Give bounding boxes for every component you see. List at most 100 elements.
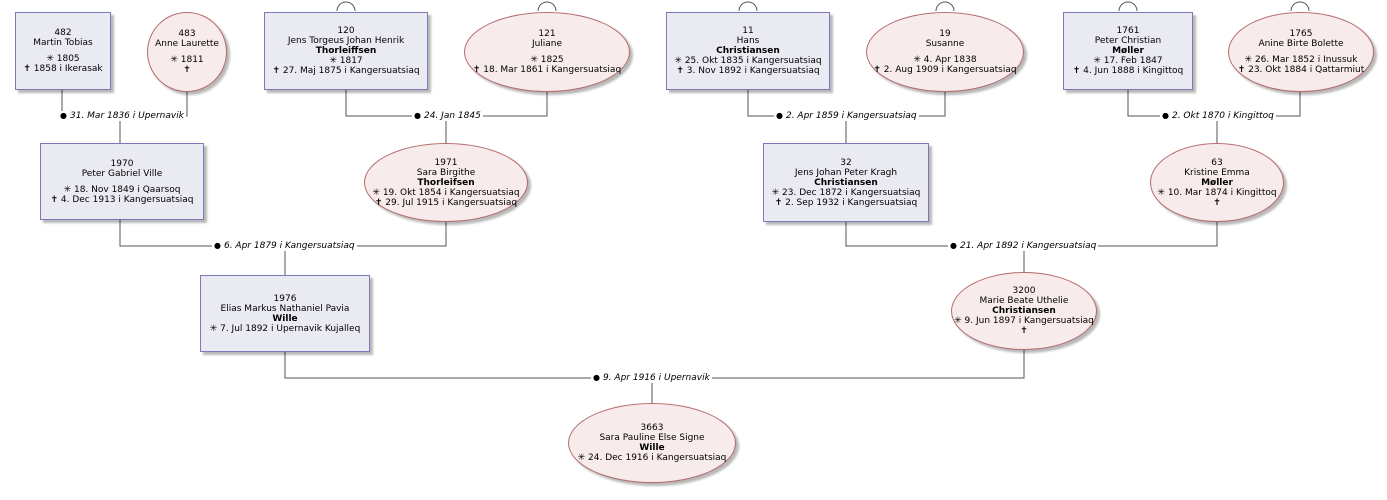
marriage-dot-icon: ● [950,241,957,250]
person-death: ✝ 4. Jun 1888 i Kingittoq [1072,66,1184,76]
person-id: 121 [538,29,556,39]
person-id: 19 [939,29,951,39]
person-death: ✝ 3. Nov 1892 i Kangersuatsiaq [676,66,820,76]
person-id: 1970 [110,158,134,169]
person-given-name: Marie Beate Uthelie [979,296,1069,306]
person-given-name: Elias Markus Nathaniel Pavia [220,303,350,314]
loop-mark-11 [738,1,758,12]
person-surname: Møller [1201,177,1233,188]
person-surname: Wille [639,443,665,453]
loop-mark-120 [336,1,356,12]
marriage-dot-icon: ● [776,111,783,120]
person-birth: ✳ 24. Dec 1916 i Kangersuatsiaq [577,453,727,463]
person-birth: ✳ 19. Okt 1854 i Kangersuatsiaq [372,187,520,198]
person-birth: ✳ 25. Okt 1835 i Kangersuatsiaq [674,56,822,66]
person-given-name: Sara Pauline Else Signe [599,433,705,443]
person-birth: ✳ 1825 [530,55,564,65]
person-given-name: Susanne [925,39,965,49]
person-birth: ✳ 1811 [170,55,204,65]
person-surname: Christiansen [716,46,780,56]
person-birth: ✳ 23. Dec 1872 i Kangersuatsiaq [771,187,921,198]
marriage-dot-icon: ● [1162,111,1169,120]
person-id: 120 [337,26,355,36]
marriage-label: ●21. Apr 1892 i Kangersuatsiaq [948,241,1099,251]
marriage-dot-icon: ● [414,111,421,120]
marriage-dot-icon: ● [60,111,67,120]
person-surname: Thorleiffsen [315,46,377,56]
person-id: 1761 [1116,26,1140,36]
marriage-label: ●24. Jan 1845 [412,111,483,121]
person-surname: Thorleifsen [417,177,475,188]
person-given-name: Kristine Emma [1184,167,1250,178]
person-id: 483 [178,29,196,39]
person-birth: ✳ 18. Nov 1849 i Qaarsoq [63,184,181,195]
person-id: 11 [742,26,754,36]
person-id: 1976 [273,293,297,304]
loop-mark-1765 [1290,1,1310,12]
marriage-label: ●2. Apr 1859 i Kangersuatsiaq [774,111,919,121]
person-birth: ✳ 10. Mar 1874 i Kingittoq [1157,187,1277,198]
marriage-label: ●31. Mar 1836 i Upernavik [58,111,186,121]
person-id: 1971 [434,157,458,168]
person-surname: Christiansen [814,177,878,188]
person-birth: ✳ 1817 [329,56,363,66]
person-death: ✝ 27. Maj 1875 i Kangersuatsiaq [272,66,420,76]
loop-mark-1761 [1118,1,1138,12]
person-death: ✝ 2. Sep 1932 i Kangersuatsiaq [774,197,918,208]
person-death: ✝ [183,65,191,75]
person-birth: ✳ 7. Jul 1892 i Upernavik Kujalleq [209,323,361,334]
person-birth: ✳ 4. Apr 1838 [913,55,977,65]
marriage-dot-icon: ● [214,241,221,250]
person-given-name: Peter Gabriel Ville [81,168,163,179]
person-death: ✝ 29. Jul 1915 i Kangersuatsiaq [374,197,518,208]
person-given-name: Anine Birte Bolette [1258,39,1344,49]
person-surname: Møller [1112,46,1144,56]
person-given-name: Peter Christian [1094,36,1162,46]
person-id: 1765 [1289,29,1313,39]
person-death: ✝ 18. Mar 1861 i Kangersuatsiaq [472,65,622,75]
loop-mark-19 [935,1,955,12]
person-given-name: Juliane [531,39,563,49]
person-given-name: Anne Laurette [155,39,219,49]
marriage-label: ●9. Apr 1916 i Upernavik [591,373,712,383]
person-given-name: Hans [736,36,760,46]
person-birth: ✳ 1805 [46,54,80,64]
person-id: 63 [1211,157,1223,168]
person-id: 3663 [640,423,664,433]
person-surname: Wille [272,313,298,324]
person-death: ✝ 1858 i Ikerasak [23,64,103,74]
person-id: 3200 [1012,286,1036,296]
person-birth: ✳ 9. Jun 1897 i Kangersuatsiaq [954,316,1094,326]
person-death: ✝ 23. Okt 1884 i Qattarmiut [1237,65,1365,75]
person-id: 482 [54,28,72,38]
person-birth: ✳ 26. Mar 1852 i Inussuk [1244,55,1358,65]
marriage-dot-icon: ● [593,373,600,382]
person-death: ✝ 2. Aug 1909 i Kangersuatsiaq [873,65,1017,75]
person-given-name: Sara Birgithe [416,167,476,178]
loop-mark-121 [537,1,557,12]
marriage-label: ●2. Okt 1870 i Kingittoq [1160,111,1276,121]
person-id: 32 [840,157,852,168]
person-given-name: Jens Torgeus Johan Henrik [287,36,405,46]
person-given-name: Martin Tobias [33,38,93,48]
marriage-label: ●6. Apr 1879 i Kangersuatsiaq [212,241,357,251]
person-death: ✝ 4. Dec 1913 i Kangersuatsiaq [50,194,194,205]
person-birth: ✳ 17. Feb 1847 [1093,56,1163,66]
person-given-name: Jens Johan Peter Kragh [794,167,898,178]
